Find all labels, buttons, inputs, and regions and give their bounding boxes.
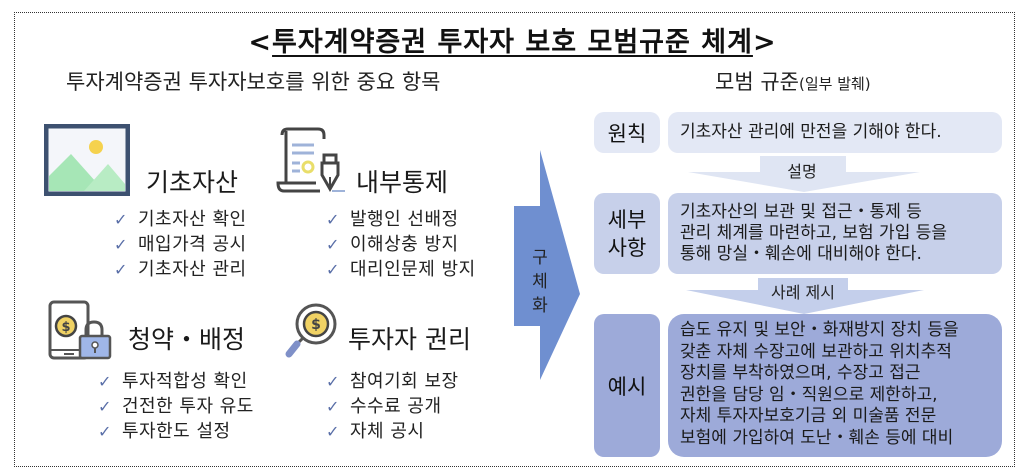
list-item: ✓ 매입가격 공시: [114, 232, 247, 257]
title-open-bracket: <: [248, 27, 273, 58]
item-text: 발행인 선배정: [350, 209, 459, 230]
check-icon: ✓: [114, 260, 128, 279]
level-content-principle: 기초자산 관리에 만전을 기해야 한다.: [668, 112, 1002, 153]
level-label-text: 사항: [607, 235, 647, 260]
check-icon: ✓: [98, 422, 112, 441]
item-text: 대리인문제 방지: [350, 259, 476, 280]
level-label-text: 예시: [607, 374, 647, 399]
check-icon: ✓: [114, 210, 128, 229]
level-label-principle: 원칙: [594, 112, 660, 153]
diagram-frame: [14, 12, 1015, 467]
level-content-line: 권한을 담당 임・직원으로 제한하고,: [680, 384, 938, 405]
level-label-text: 원칙: [607, 121, 647, 146]
connector-example: 사례 제시: [680, 278, 1010, 314]
check-icon: ✓: [326, 235, 340, 254]
level-label-text: 세부: [607, 207, 647, 232]
item-text: 이해상충 방지: [350, 234, 459, 255]
level-content-line: 습도 유지 및 보안・화재방지 장치 등을: [680, 320, 959, 340]
level-label-example: 예시: [594, 314, 660, 457]
category-name: 투자자 권리: [348, 325, 471, 354]
level-content-line: 갖춘 자체 수장고에 보관하고 위치추적: [680, 341, 952, 362]
level-content-line: 장치를 부착하였으며, 수장고 접근: [680, 363, 921, 383]
item-text: 기초자산 확인: [138, 209, 247, 230]
level-content-line: 자체 투자자보호기금 외 미술품 전문: [680, 406, 937, 426]
category-items: ✓ 기초자산 확인 ✓ 매입가격 공시 ✓ 기초자산 관리: [114, 207, 247, 282]
concretization-arrow: 구 체 화: [512, 150, 582, 380]
item-text: 기초자산 관리: [138, 259, 247, 280]
category-name: 내부통제: [356, 168, 449, 197]
arrow-label-char: 구: [532, 248, 548, 268]
image-landscape-icon: [43, 123, 131, 197]
check-icon: ✓: [98, 372, 112, 391]
level-content-line: 관리 체계를 마련하고, 보험 가입 등을: [680, 223, 948, 243]
right-heading-note: (일부 발췌): [798, 75, 871, 93]
title-text: 투자계약증권 투자자 보호 모범규준 체계: [272, 27, 753, 58]
arrow-label: 구 체 화: [528, 246, 552, 318]
list-item: ✓ 발행인 선배정: [326, 207, 476, 232]
right-section-heading: 모범 규준(일부 발췌): [715, 66, 871, 96]
category-items: ✓ 참여기회 보장 ✓ 수수료 공개 ✓ 자체 공시: [326, 369, 459, 444]
svg-text:$: $: [311, 317, 321, 333]
svg-text:$: $: [61, 320, 70, 335]
level-content-line: 기초자산 관리에 만전을 기해야 한다.: [680, 122, 942, 142]
level-content-details: 기초자산의 보관 및 접근・통제 등 관리 체계를 마련하고, 보험 가입 등을…: [668, 193, 1002, 274]
connector-label: 사례 제시: [771, 283, 835, 302]
check-icon: ✓: [326, 210, 340, 229]
list-item: ✓ 건전한 투자 유도: [98, 394, 254, 419]
item-text: 투자적합성 확인: [122, 371, 248, 392]
list-item: ✓ 이해상충 방지: [326, 232, 476, 257]
level-content-line: 기초자산의 보관 및 접근・통제 등: [680, 202, 922, 222]
category-name: 기초자산: [146, 168, 239, 197]
item-text: 참여기회 보장: [350, 371, 459, 392]
level-content-line: 통해 망실・훼손에 대비해야 한다.: [680, 244, 922, 264]
connector-label: 설명: [787, 162, 817, 181]
check-icon: ✓: [326, 372, 340, 391]
connector-explanation: 설명: [680, 156, 980, 192]
item-text: 수수료 공개: [350, 396, 442, 417]
diagram-title: <투자계약증권 투자자 보호 모범규준 체계>: [0, 20, 1025, 59]
check-icon: ✓: [114, 235, 128, 254]
item-text: 자체 공시: [350, 421, 425, 442]
category-items: ✓ 투자적합성 확인 ✓ 건전한 투자 유도 ✓ 투자한도 설정: [98, 369, 254, 444]
list-item: ✓ 투자한도 설정: [98, 419, 254, 444]
check-icon: ✓: [98, 397, 112, 416]
right-heading-main: 모범 규준: [715, 70, 799, 94]
left-section-heading: 투자계약증권 투자자보호를 위한 중요 항목: [66, 70, 441, 94]
list-item: ✓ 기초자산 관리: [114, 257, 247, 282]
arrow-label-char: 체: [532, 272, 548, 292]
document-pen-icon: [274, 125, 346, 195]
list-item: ✓ 자체 공시: [326, 419, 459, 444]
check-icon: ✓: [326, 397, 340, 416]
category-items: ✓ 발행인 선배정 ✓ 이해상충 방지 ✓ 대리인문제 방지: [326, 207, 476, 282]
title-close-bracket: >: [752, 27, 777, 58]
level-label-details: 세부 사항: [594, 193, 660, 274]
level-content-example: 습도 유지 및 보안・화재방지 장치 등을 갖춘 자체 수장고에 보관하고 위치…: [668, 314, 1002, 457]
item-text: 투자한도 설정: [122, 421, 231, 442]
magnifier-coin-icon: $: [284, 302, 338, 360]
arrow-label-char: 화: [532, 296, 548, 316]
phone-coin-lock-icon: $: [48, 300, 114, 360]
list-item: ✓ 대리인문제 방지: [326, 257, 476, 282]
check-icon: ✓: [326, 260, 340, 279]
list-item: ✓ 참여기회 보장: [326, 369, 459, 394]
list-item: ✓ 투자적합성 확인: [98, 369, 254, 394]
category-name: 청약・배정: [128, 325, 246, 354]
item-text: 건전한 투자 유도: [122, 396, 254, 417]
item-text: 매입가격 공시: [138, 234, 247, 255]
list-item: ✓ 기초자산 확인: [114, 207, 247, 232]
level-content-line: 보험에 가입하여 도난・훼손 등에 대비: [680, 427, 954, 448]
list-item: ✓ 수수료 공개: [326, 394, 459, 419]
check-icon: ✓: [326, 422, 340, 441]
